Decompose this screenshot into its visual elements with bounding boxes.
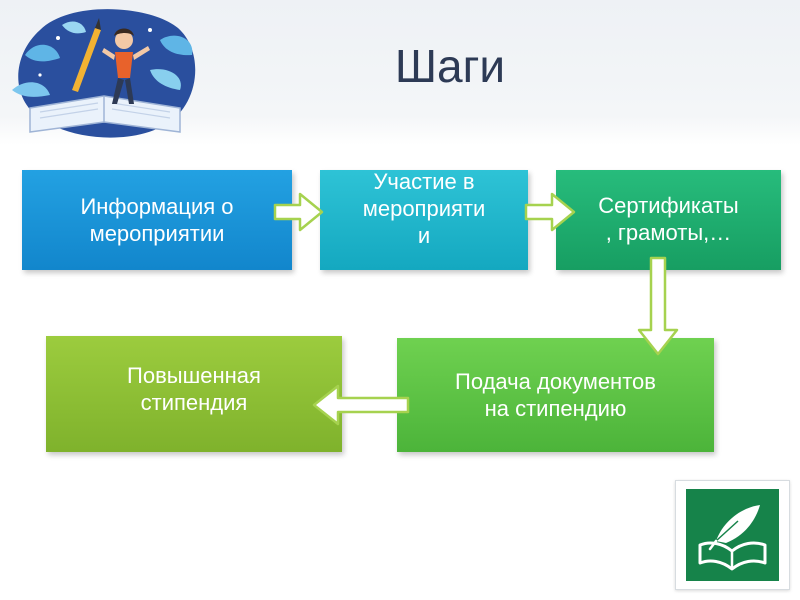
step-box-certificates: Сертификаты , грамоты,… bbox=[556, 170, 781, 270]
step-box-event-info: Информация о мероприятии bbox=[22, 170, 292, 270]
step-box-submit-documents: Подача документов на стипендию bbox=[397, 338, 714, 452]
step-box-increased-scholarship: Повышенная стипендия bbox=[46, 336, 342, 452]
quill-and-open-book-icon bbox=[698, 505, 767, 571]
logo bbox=[675, 480, 790, 590]
step-label: Подача документов на стипендию bbox=[455, 369, 656, 421]
step-label: Сертификаты , грамоты,… bbox=[598, 193, 739, 245]
step-label: Участие в мероприяти и bbox=[362, 169, 486, 248]
person-on-book-illustration bbox=[12, 9, 196, 138]
logo-background bbox=[686, 489, 779, 581]
page-title: Шаги bbox=[394, 40, 506, 92]
step-label: Информация о мероприятии bbox=[80, 194, 234, 246]
step-box-participation: Участие в мероприяти и bbox=[320, 169, 528, 270]
step-label: Повышенная стипендия bbox=[127, 363, 261, 415]
